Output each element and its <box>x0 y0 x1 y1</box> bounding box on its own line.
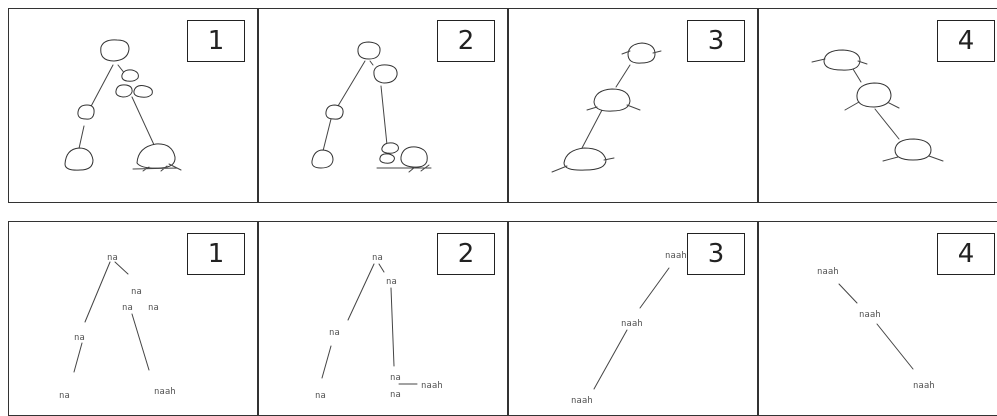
word-label: na <box>107 253 118 263</box>
panel-number-box: 3 <box>687 233 745 275</box>
word-label: na <box>122 303 133 313</box>
panel-number-box: 3 <box>687 20 745 62</box>
rock-drawing <box>311 41 432 173</box>
rock-shape <box>894 138 932 161</box>
rock-shape <box>357 41 381 60</box>
rock-shape <box>856 82 892 108</box>
word-label: na <box>386 277 397 287</box>
word-label: na <box>329 328 340 338</box>
word-label: naah <box>621 319 643 329</box>
word-label: na <box>390 373 401 383</box>
rock-drawing <box>551 42 662 173</box>
rock-shape <box>115 84 133 98</box>
word-label: na <box>390 390 401 400</box>
word-label: naah <box>817 267 839 277</box>
rock-panel-3: 3 <box>508 8 758 203</box>
rock-shape <box>133 85 153 98</box>
rock-panel-1: 1 <box>8 8 258 203</box>
word-label: naah <box>571 396 593 406</box>
rock-shape <box>563 147 607 171</box>
rock-shape <box>400 146 428 168</box>
word-diagram: na na na na na na naah <box>59 253 176 401</box>
rock-drawing-strip: 1 2 <box>8 8 997 203</box>
word-label: naah <box>665 251 687 261</box>
word-panel-3: 3 naah naah naah <box>508 221 758 416</box>
panel-number-box: 1 <box>187 233 245 275</box>
rock-panel-4: 4 <box>758 8 997 203</box>
word-label: na <box>372 253 383 263</box>
rock-shape <box>311 149 334 169</box>
rock-shape <box>593 88 631 112</box>
word-diagram: naah naah naah <box>571 251 687 406</box>
rock-shape <box>325 104 344 120</box>
word-label: naah <box>154 387 176 397</box>
panel-number-box: 1 <box>187 20 245 62</box>
rock-shape <box>627 42 656 64</box>
word-label: naah <box>913 381 935 391</box>
rock-shape <box>823 49 861 71</box>
word-label: naah <box>859 310 881 320</box>
panel-number-box: 4 <box>937 233 995 275</box>
word-label: na <box>315 391 326 401</box>
word-label: na <box>74 333 85 343</box>
rock-panel-2: 2 <box>258 8 508 203</box>
word-label: na <box>148 303 159 313</box>
rock-shape <box>136 143 176 169</box>
rock-shape <box>77 104 95 120</box>
word-diagram: naah naah naah <box>817 267 935 391</box>
rock-shape <box>121 69 139 82</box>
word-diagram-strip: 1 na na na na na na naah 2 na na na na <box>8 221 997 416</box>
word-label: na <box>59 391 70 401</box>
rock-drawing <box>811 49 944 162</box>
panel-number-box: 2 <box>437 233 495 275</box>
word-panel-2: 2 na na na na na na naah <box>258 221 508 416</box>
rock-shape <box>381 142 399 154</box>
word-diagram: na na na na na na naah <box>315 253 443 401</box>
word-panel-4: 4 naah naah naah <box>758 221 997 416</box>
panel-number-box: 2 <box>437 20 495 62</box>
word-panel-1: 1 na na na na na na naah <box>8 221 258 416</box>
panel-number-box: 4 <box>937 20 995 62</box>
word-label: na <box>131 287 142 297</box>
rock-shape <box>100 39 130 62</box>
rock-drawing <box>64 39 182 172</box>
word-label: naah <box>421 381 443 391</box>
rock-shape <box>64 147 94 171</box>
rock-shape <box>373 64 398 84</box>
rock-shape <box>379 153 395 164</box>
